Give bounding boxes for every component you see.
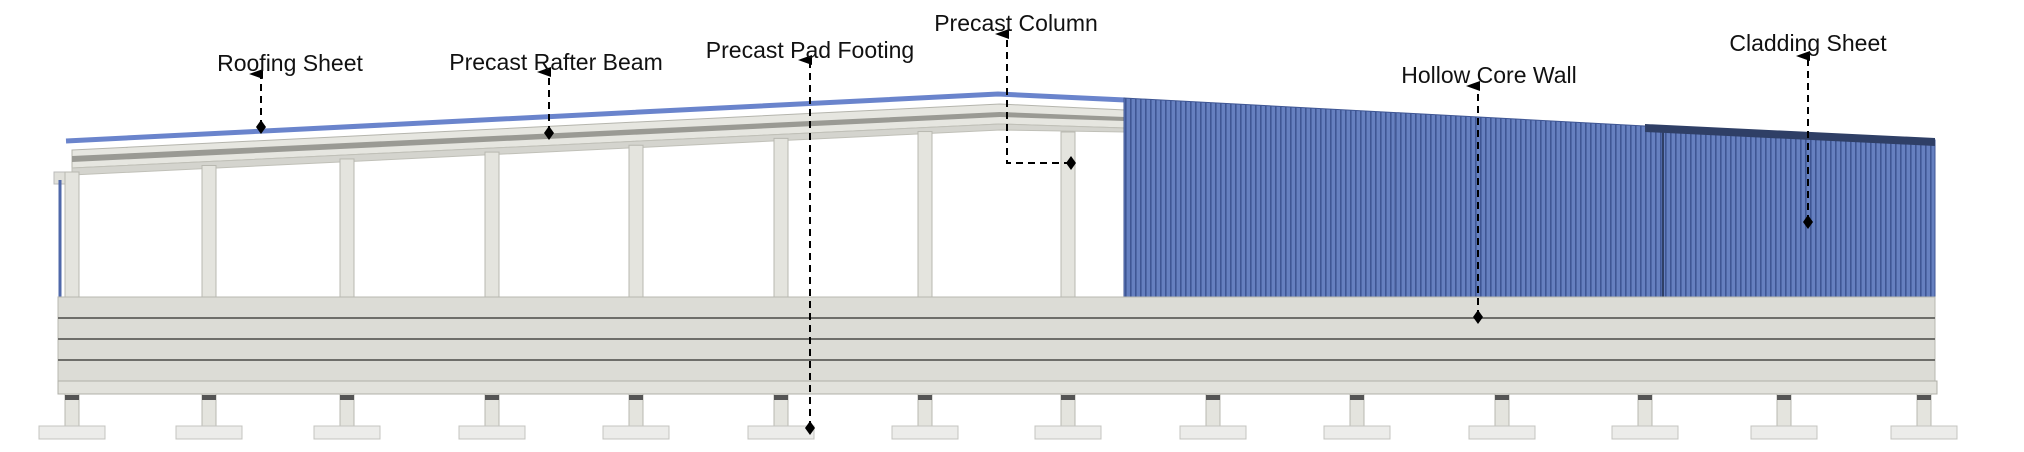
diamond-marker-icon (256, 120, 266, 134)
pier-band (1777, 395, 1791, 400)
precast-column (773, 137, 789, 299)
pad-footing (38, 425, 106, 440)
pier-band (1350, 395, 1364, 400)
pier-band (1917, 395, 1931, 400)
label-roofing-sheet: Roofing Sheet (217, 50, 363, 76)
leader-precast-column (995, 29, 1076, 170)
precast-column (484, 151, 500, 299)
pad-footing (1611, 425, 1679, 440)
diamond-marker-icon (544, 126, 554, 140)
precast-column (917, 131, 933, 299)
diamond-marker-icon (1066, 156, 1076, 170)
label-hollow-core-wall: Hollow Core Wall (1401, 62, 1577, 88)
pad-footing (1468, 425, 1536, 440)
label-cladding-sheet: Cladding Sheet (1729, 30, 1887, 56)
pier-band (1061, 395, 1075, 400)
precast-column (1060, 131, 1076, 299)
leader-precast-pad-footing (798, 55, 815, 435)
pier-band (1206, 395, 1220, 400)
pad-footing (1034, 425, 1102, 440)
pier-band (629, 395, 643, 400)
roofing-sheet (65, 91, 1126, 144)
precast-column (201, 165, 217, 299)
pad-footing (602, 425, 670, 440)
pad-footing (313, 425, 381, 440)
pad-footing (747, 425, 815, 440)
pad-footing (891, 425, 959, 440)
pier-band (918, 395, 932, 400)
pad-footing (1179, 425, 1247, 440)
label-precast-rafter-beam: Precast Rafter Beam (449, 49, 662, 75)
diamond-marker-icon (1473, 310, 1483, 324)
label-precast-pad-footing: Precast Pad Footing (706, 37, 914, 63)
pier-band (202, 395, 216, 400)
label-precast-column: Precast Column (934, 10, 1098, 36)
leader-roofing-sheet (249, 69, 266, 134)
pier-band (1495, 395, 1509, 400)
pad-footing (1750, 425, 1818, 440)
pad-footing (458, 425, 526, 440)
cladding-sheet (1123, 97, 1936, 299)
diamond-marker-icon (1803, 215, 1813, 229)
leader-precast-rafter-beam (537, 67, 554, 140)
precast-column (64, 171, 80, 299)
hollow-core-wall (57, 296, 1938, 395)
precast-column (628, 144, 644, 299)
pad-footing (1890, 425, 1958, 440)
leader-cladding-sheet (1796, 51, 1813, 229)
pier-band (485, 395, 499, 400)
pier-band (340, 395, 354, 400)
leader-hollow-core-wall (1466, 81, 1483, 324)
pad-footing (1323, 425, 1391, 440)
pier-band (65, 395, 79, 400)
pad-footing (175, 425, 243, 440)
pier-band (774, 395, 788, 400)
diamond-marker-icon (805, 421, 815, 435)
precast-columns (64, 131, 1076, 299)
precast-pad-footings (38, 393, 1958, 440)
precast-column (339, 158, 355, 299)
pier-band (1638, 395, 1652, 400)
